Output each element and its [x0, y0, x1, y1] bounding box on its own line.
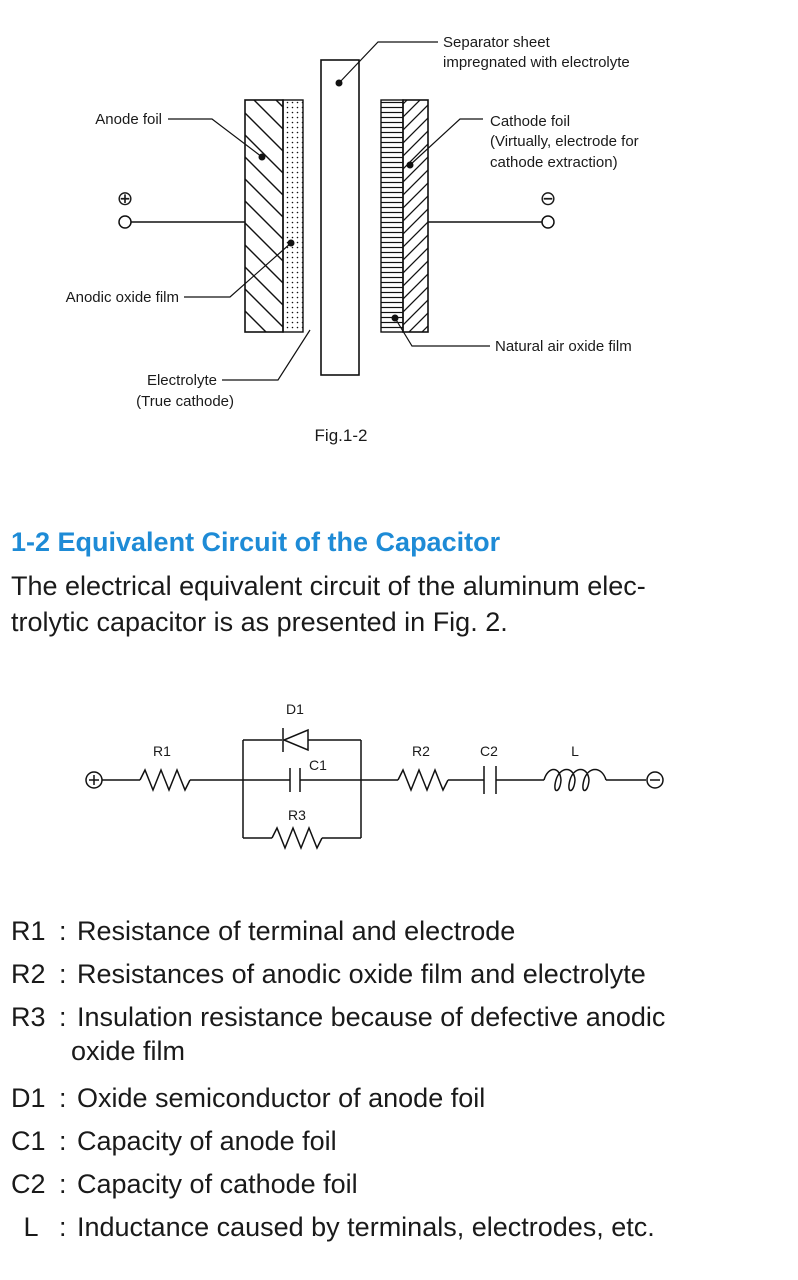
intro-line-1: The electrical equivalent circuit of the… — [11, 571, 646, 601]
legend-item-d1: D1: Oxide semiconductor of anode foil — [11, 1077, 791, 1120]
d1-label: D1 — [286, 701, 304, 717]
legend-text: Inductance caused by terminals, electrod… — [77, 1212, 655, 1242]
r3-label: R3 — [288, 807, 306, 823]
minus-sign-label: ⊖ — [540, 188, 557, 210]
r2-label: R2 — [412, 743, 430, 759]
component-legend: R1:Resistance of terminal and electrode … — [11, 910, 791, 1249]
legend-text: Capacity of cathode foil — [77, 1169, 358, 1199]
legend-colon: : — [59, 959, 67, 989]
legend-symbol: C1 — [11, 1126, 46, 1156]
legend-symbol: D1 — [11, 1083, 46, 1113]
cathode-terminal — [541, 215, 555, 229]
r1-resistor — [139, 767, 191, 793]
capacitor-construction-diagram: ⊕ ⊖ Separator sheet impregnated with ele… — [66, 34, 639, 445]
anode-terminal — [118, 215, 132, 229]
separator-label-1: Separator sheet — [443, 34, 551, 51]
r3-resistor — [271, 825, 323, 851]
leader-lines — [168, 41, 490, 381]
legend-item-r3: R3: Insulation resistance because of defe… — [11, 996, 791, 1069]
d1-diode — [282, 728, 309, 752]
r2-resistor — [397, 767, 449, 793]
legend-text: Insulation resistance because of defecti… — [77, 1002, 666, 1032]
legend-item-c2: C2: Capacity of cathode foil — [11, 1163, 791, 1206]
legend-text: Resistance of terminal and electrode — [77, 916, 516, 946]
c1-label: C1 — [309, 757, 327, 773]
equivalent-circuit-diagram: D1 R1 C1 R3 R2 C2 L — [85, 701, 664, 851]
leader-dots — [258, 79, 414, 322]
electrolyte-label-2: (True cathode) — [136, 393, 234, 410]
legend-item-c1: C1: Capacity of anode foil — [11, 1120, 791, 1163]
l-inductor — [543, 768, 607, 792]
legend-symbol: R1 — [11, 916, 46, 946]
legend-colon: : — [59, 1212, 67, 1242]
l-label: L — [571, 743, 579, 759]
legend-item-r2: R2: Resistances of anodic oxide film and … — [11, 953, 791, 996]
natural-air-oxide-film-label: Natural air oxide film — [495, 338, 632, 355]
separator-label-2: impregnated with electrolyte — [443, 54, 630, 71]
figure-caption: Fig.1-2 — [315, 426, 368, 445]
cathode-foil-label-3: cathode extraction) — [490, 154, 618, 171]
cathode-foil-label-1: Cathode foil — [490, 113, 570, 130]
legend-text: Capacity of anode foil — [77, 1126, 337, 1156]
natural-air-oxide-film-shape — [380, 99, 404, 333]
legend-symbol: C2 — [11, 1169, 46, 1199]
circuit-minus-terminal — [646, 771, 664, 789]
c2-label: C2 — [480, 743, 498, 759]
cathode-foil-label-2: (Virtually, electrode for — [490, 133, 639, 150]
legend-symbol: R2 — [11, 959, 46, 989]
legend-text: Oxide semiconductor of anode foil — [77, 1083, 486, 1113]
legend-text: Resistances of anodic oxide film and ele… — [77, 959, 646, 989]
legend-item-l: L: Inductance caused by terminals, electr… — [11, 1206, 791, 1249]
section-intro: The electrical equivalent circuit of the… — [11, 568, 791, 640]
cathode-foil-shape — [402, 99, 429, 333]
anodic-oxide-film-shape — [282, 99, 304, 333]
legend-colon: : — [59, 916, 67, 946]
legend-text-continuation: oxide film — [71, 1036, 186, 1066]
legend-colon: : — [59, 1169, 67, 1199]
anode-foil-shape — [244, 99, 284, 333]
legend-colon: : — [59, 1083, 67, 1113]
electrolyte-label-1: Electrolyte — [147, 372, 217, 389]
section-heading: 1-2 Equivalent Circuit of the Capacitor — [11, 527, 501, 557]
separator-sheet-shape — [320, 59, 360, 376]
legend-colon: : — [59, 1002, 67, 1032]
legend-symbol: R3 — [11, 1002, 46, 1032]
legend-colon: : — [59, 1126, 67, 1156]
anode-foil-label: Anode foil — [95, 111, 162, 128]
legend-symbol: L — [23, 1212, 39, 1242]
anodic-oxide-film-label: Anodic oxide film — [66, 289, 179, 306]
plus-sign-label: ⊕ — [117, 188, 134, 210]
intro-line-2: trolytic capacitor is as presented in Fi… — [11, 607, 508, 637]
legend-item-r1: R1: Resistance of terminal and electrode — [11, 910, 791, 953]
r1-label: R1 — [153, 743, 171, 759]
